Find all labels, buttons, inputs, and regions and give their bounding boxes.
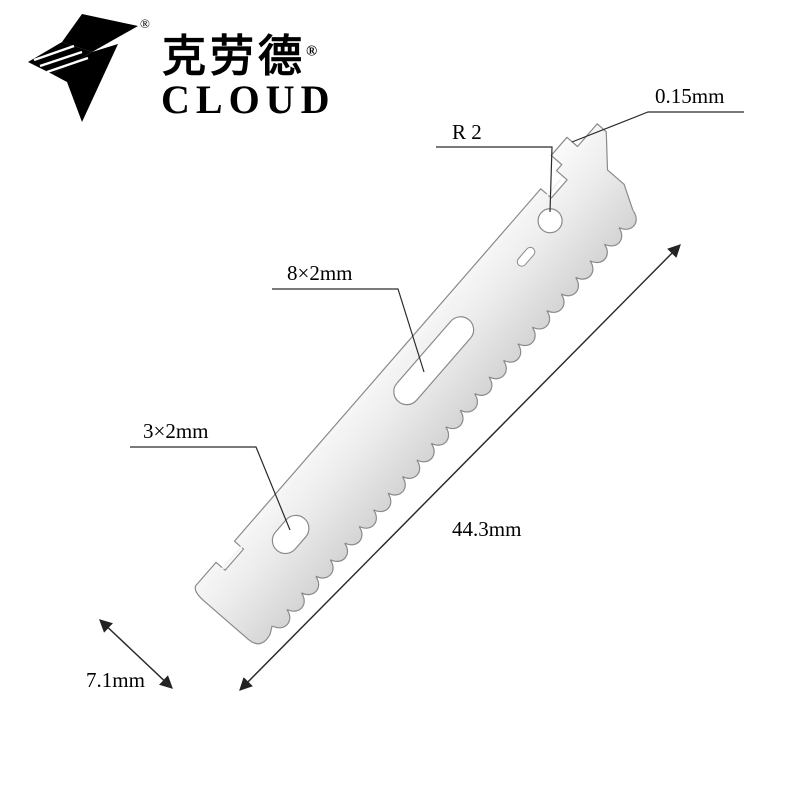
brand-name-cjk-text: 克劳德: [162, 32, 306, 81]
dimension-line-width: [99, 619, 173, 689]
micro-slot: [516, 246, 536, 267]
blade: [194, 123, 637, 645]
registered-mark: ®: [306, 43, 318, 60]
dim-label-hole-radius: R 2: [452, 120, 482, 144]
dim-label-large-slot: 8×2mm: [287, 261, 353, 285]
leader-small-slot: [130, 446, 291, 531]
large-slot: [393, 316, 475, 406]
logo-stripe: [39, 50, 83, 68]
logo-stripe: [46, 56, 89, 74]
registered-mark: ®: [140, 16, 150, 31]
brushed-shadow: [260, 196, 625, 615]
leader-thickness: [571, 111, 744, 143]
mounting-hole: [537, 208, 563, 234]
brand-name-cjk: 克劳德®: [162, 20, 317, 84]
leader-large-slot: [272, 288, 425, 373]
small-slot: [271, 514, 310, 555]
dim-label-length: 44.3mm: [452, 517, 522, 541]
dim-label-width: 7.1mm: [86, 668, 145, 692]
dimension-line-length: [239, 244, 681, 691]
leader-hole-radius: [436, 146, 553, 213]
brand-logo-icon: ®: [28, 14, 150, 122]
dim-label-thickness: 0.15mm: [655, 84, 725, 108]
brushed-highlight: [205, 178, 562, 588]
logo-stripe: [33, 44, 75, 62]
serration-root-line: [271, 210, 634, 627]
brand-name-latin: CLOUD: [161, 77, 336, 122]
dim-label-small-slot: 3×2mm: [143, 419, 209, 443]
